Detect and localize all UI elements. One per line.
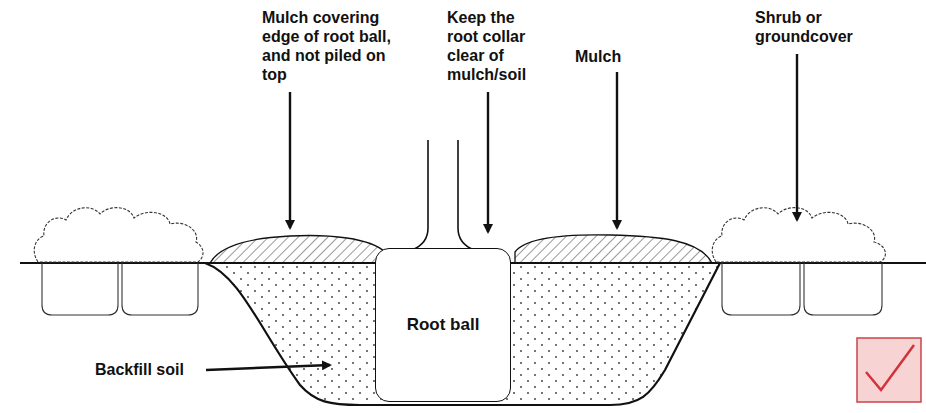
root-ball: Root ball xyxy=(375,248,511,402)
leader-arrow xyxy=(796,54,798,220)
trunk xyxy=(412,140,428,250)
leader-arrow xyxy=(487,92,489,232)
shrub-rootball xyxy=(804,263,882,315)
node-text: Root ball xyxy=(407,315,480,335)
leader-arrow xyxy=(289,92,291,228)
trunk xyxy=(458,140,474,250)
mulch-left xyxy=(210,236,385,263)
check-mark xyxy=(866,345,914,390)
shrub-foliage xyxy=(712,208,885,262)
mulch-right xyxy=(515,235,712,263)
shrub-rootball xyxy=(42,263,118,315)
leader-arrow xyxy=(616,72,618,228)
shrub-foliage xyxy=(34,208,203,262)
callout-label: Mulch covering edge of root ball, and no… xyxy=(262,8,397,84)
callout-label: Mulch xyxy=(575,47,665,66)
shrub-rootball xyxy=(722,263,800,315)
callout-label: Shrub or groundcover xyxy=(755,8,867,46)
shrub-rootball xyxy=(122,263,198,315)
check-badge xyxy=(857,338,921,402)
callout-label: Keep the root collar clear of mulch/soil xyxy=(447,8,543,84)
callout-label: Backfill soil xyxy=(95,360,225,379)
leader-arrow xyxy=(206,365,330,370)
